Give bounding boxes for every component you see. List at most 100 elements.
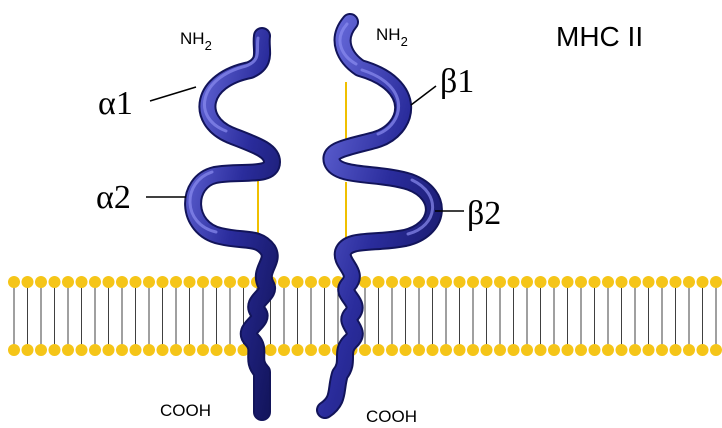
lipid-head (224, 276, 236, 288)
lipid-head (683, 344, 695, 356)
lipid-head (48, 276, 61, 288)
lipid-head (386, 344, 398, 356)
beta-chain (316, 13, 443, 419)
lipid-head (534, 344, 547, 356)
alpha1-label: α1 (98, 85, 133, 122)
lipid-head (710, 276, 722, 288)
lipid-head (116, 276, 128, 288)
lipid-head (278, 276, 290, 288)
lipid-head (116, 344, 128, 356)
lipid-head (75, 344, 88, 356)
beta1-label: β1 (440, 63, 474, 100)
lipid-head (453, 344, 466, 356)
lipid-head (291, 276, 304, 288)
lipid-head (467, 344, 479, 356)
lipid-head (575, 344, 587, 356)
lipid-head (183, 276, 196, 288)
lipid-head (359, 276, 371, 288)
lipid-head (89, 276, 101, 288)
lipid-head (548, 276, 560, 288)
lipid-head (35, 344, 47, 356)
lipid-head (210, 276, 223, 288)
lipid-head (575, 276, 587, 288)
lipid-head (386, 276, 398, 288)
lipid-head (453, 276, 466, 288)
lipid-head (62, 344, 74, 356)
lipid-head (615, 276, 628, 288)
beta-n-terminus-label: NH2 (376, 25, 408, 49)
lipid-head (413, 344, 425, 356)
lipid-head (561, 276, 574, 288)
lipid-head (521, 276, 533, 288)
lipid-head (143, 344, 155, 356)
lipid-head (399, 344, 412, 356)
lipid-head (8, 276, 20, 288)
lipid-head (102, 276, 115, 288)
lipid-head (534, 276, 547, 288)
lipid-head (413, 276, 425, 288)
lipid-head (170, 344, 182, 356)
lipid-head (305, 276, 317, 288)
lipid-head (318, 276, 331, 288)
lipid-head (278, 344, 290, 356)
lipid-head (602, 344, 614, 356)
lipid-head (156, 276, 169, 288)
lipid-head (89, 344, 101, 356)
lipid-head (507, 344, 520, 356)
lipid-head (615, 344, 628, 356)
beta-chain-highlight (338, 22, 434, 236)
lipid-head (440, 344, 452, 356)
beta1-leader (410, 85, 437, 106)
lipid-head (480, 344, 493, 356)
lipid-head (318, 344, 331, 356)
beta-c-terminus-label: COOH (366, 407, 417, 426)
lipid-head (642, 344, 655, 356)
beta-chain-body (318, 15, 441, 417)
lipid-head (21, 276, 34, 288)
lipid-head (480, 276, 493, 288)
lipid-head (372, 344, 385, 356)
lipid-head (426, 276, 439, 288)
lipid-head (588, 344, 601, 356)
alpha1-leader (149, 86, 197, 102)
lipid-head (440, 276, 452, 288)
lipid-head (629, 276, 641, 288)
alpha-n-terminus-label: NH2 (180, 29, 212, 53)
lipid-head (629, 344, 641, 356)
lipid-head (696, 276, 709, 288)
lipid-head (669, 276, 682, 288)
beta2-label: β2 (467, 195, 501, 232)
lipid-head (21, 344, 34, 356)
lipid-head (291, 344, 304, 356)
lipid-head (359, 344, 371, 356)
lipid-head (170, 276, 182, 288)
lipid-head (224, 344, 236, 356)
lipid-head (602, 276, 614, 288)
lipid-head (197, 276, 209, 288)
lipid-head (183, 344, 196, 356)
lipid-head (102, 344, 115, 356)
lipid-head (656, 344, 668, 356)
alpha-c-terminus-label: COOH (160, 401, 211, 420)
lipid-head (507, 276, 520, 288)
lipid-head (710, 344, 722, 356)
lipid-head (143, 276, 155, 288)
lipid-head (156, 344, 169, 356)
lipid-head (467, 276, 479, 288)
lipid-head (696, 344, 709, 356)
lipid-head (62, 276, 74, 288)
lipid-head (426, 344, 439, 356)
lipid-head (8, 344, 20, 356)
lipid-head (197, 344, 209, 356)
lipid-head (305, 344, 317, 356)
alpha-chain-highlight (188, 36, 260, 234)
lipid-head (683, 276, 695, 288)
lipid-head (521, 344, 533, 356)
lipid-head (399, 276, 412, 288)
lipid-head (372, 276, 385, 288)
lipid-head (642, 276, 655, 288)
lipid-head (35, 276, 47, 288)
lipid-head (494, 344, 506, 356)
title-label: MHC II (556, 21, 643, 52)
